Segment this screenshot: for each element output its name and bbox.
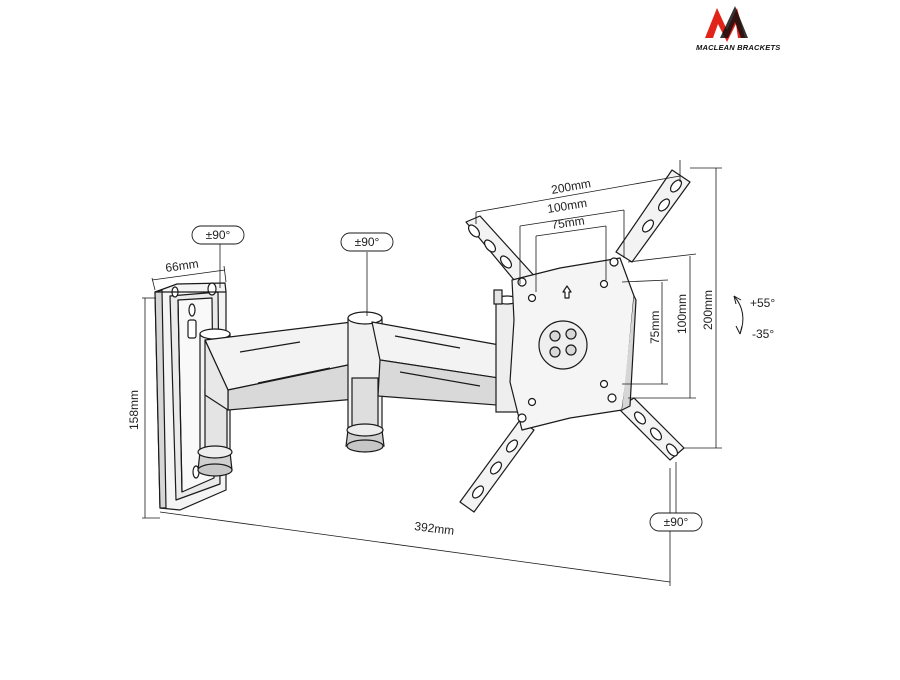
vesa-mid-v-label: 100mm xyxy=(675,294,689,334)
logo-mark-icon xyxy=(705,6,748,42)
logo-black-shape xyxy=(720,6,748,38)
swivel-arm-label: ±90° xyxy=(355,235,380,249)
brand-name: MACLEAN BRACKETS xyxy=(696,43,780,52)
middle-pivot xyxy=(345,311,385,453)
vesa-outer-v-label: 200mm xyxy=(701,290,715,330)
swivel-head-pill xyxy=(649,512,703,532)
up-arrow-icon xyxy=(562,285,572,299)
vesa-inner-v-label: 75mm xyxy=(648,311,662,344)
plate-width-label: 66mm xyxy=(164,256,199,275)
tilt-down-label: -35° xyxy=(752,327,774,341)
swivel-wall-indicator: ±90° xyxy=(191,225,245,245)
swivel-head-indicator: ±90° xyxy=(649,512,703,532)
vesa-inner-h-label: 75mm xyxy=(550,213,585,232)
swivel-wall-pill xyxy=(191,225,245,245)
dimension-lines xyxy=(142,160,722,586)
tilt-arrows xyxy=(733,295,744,335)
tilt-up-label: +55° xyxy=(750,296,775,310)
swivel-head-label: ±90° xyxy=(664,515,689,529)
brand-logo: MACLEAN BRACKETS xyxy=(696,6,780,52)
extension-label: 392mm xyxy=(414,519,455,538)
swivel-wall-label: ±90° xyxy=(206,228,231,242)
first-arm xyxy=(204,321,373,411)
vesa-plate xyxy=(459,169,691,513)
swivel-arm-indicator: ±90° xyxy=(340,232,394,252)
rotation-leaders xyxy=(219,244,677,514)
swivel-arm-pill xyxy=(340,232,394,252)
plate-height-label: 158mm xyxy=(127,390,141,430)
vesa-mid-h-label: 100mm xyxy=(546,196,588,216)
second-arm xyxy=(371,321,513,407)
vesa-outer-h-label: 200mm xyxy=(550,176,592,197)
